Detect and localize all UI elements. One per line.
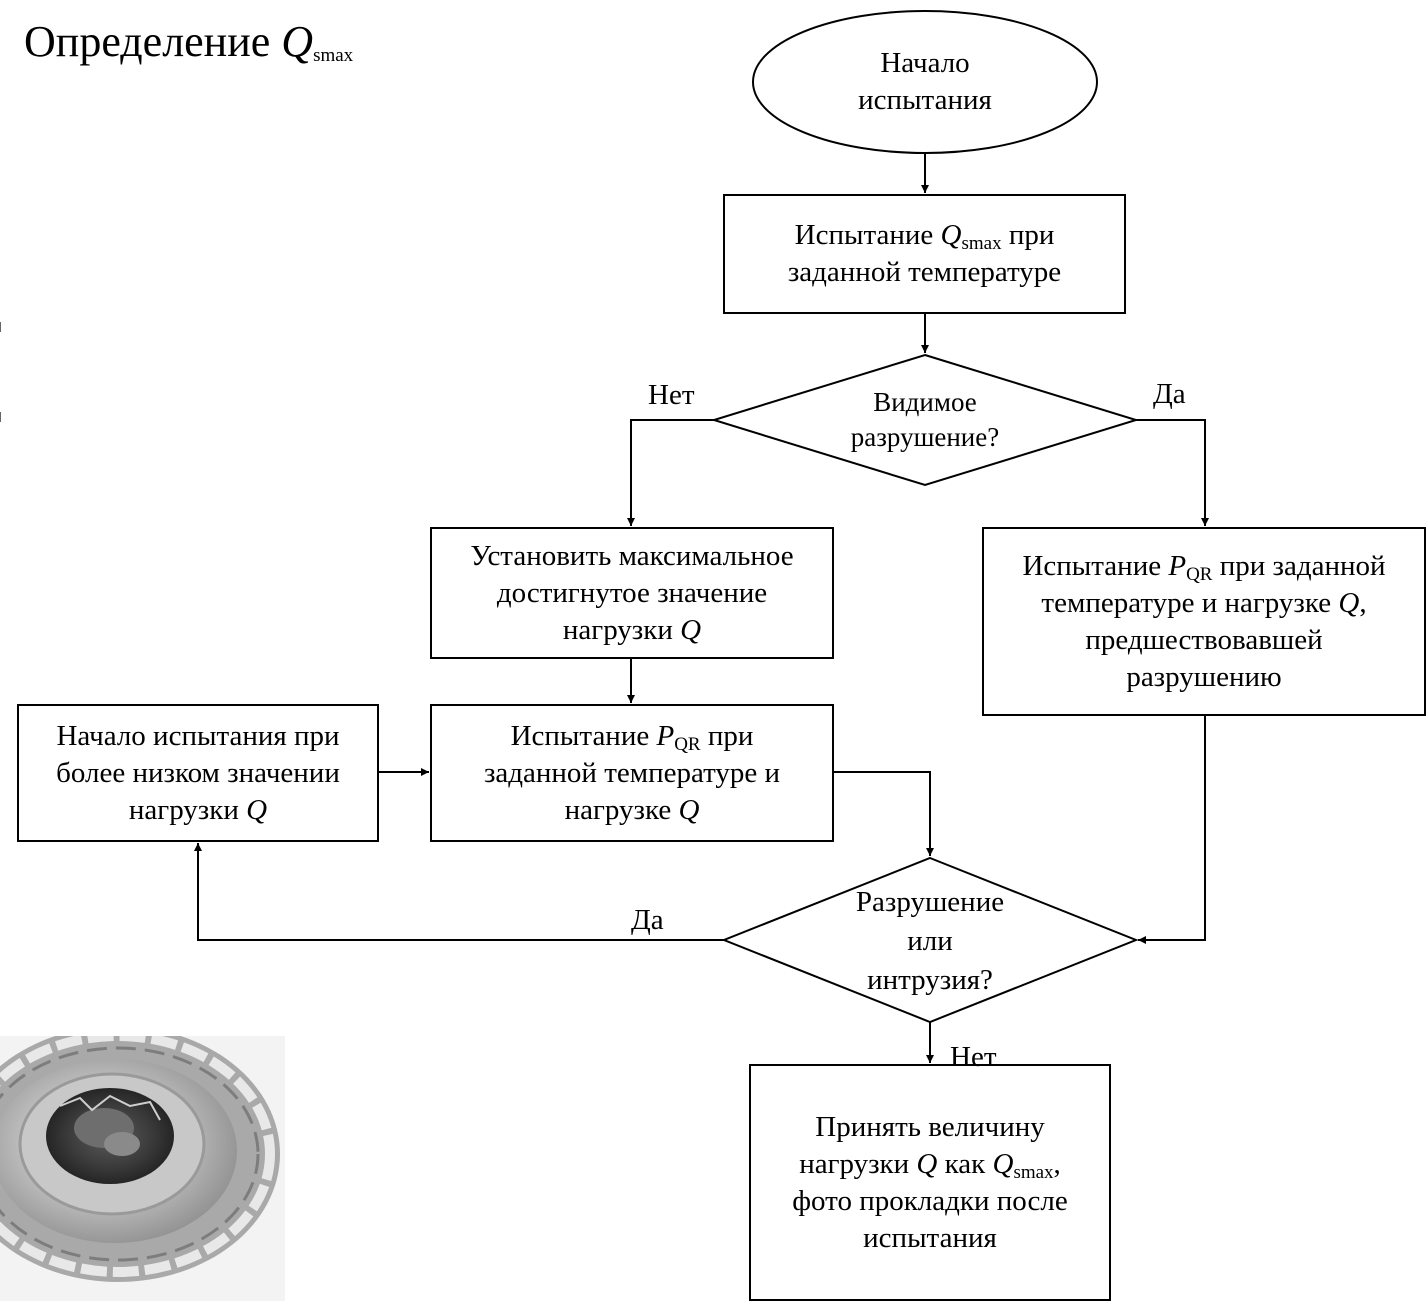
gasket-image [0,1036,285,1301]
edge-intrusion-yes [194,843,724,941]
lower-load-label: Начало испытания при более низком значен… [56,719,340,826]
accept-box [749,1064,1111,1301]
accept-label: Принять величину нагрузки Q как Qsmax, ф… [792,1110,1068,1254]
lower-load-box [17,704,379,842]
decision-visible-diamond [710,353,1140,487]
decision-visible-label: Видимое разрушение? [850,387,1000,452]
test-pqr-mid-box [430,704,834,842]
edge-label-no-2: Нет [950,1041,997,1073]
edge-label-yes-1: Да [1153,378,1186,410]
decision-intrusion-label: Разрушение или интрузия? [855,885,1005,996]
test-pqr-right-label: Испытание PQR при заданной температуре и… [1022,549,1386,693]
edge-label-yes-2: Да [631,904,664,936]
edge-artifact-mark [0,322,5,332]
edge-artifact-mark [0,412,5,422]
gasket-photo [0,1036,285,1301]
edge-testmid-to-intrusion [833,771,934,856]
test-pqr-mid-label: Испытание PQR при заданной температуре и… [483,719,781,826]
set-max-label: Установить максимальное достигнутое знач… [470,539,794,646]
start-terminal-label: Начало испытания [858,47,992,116]
edge-right-to-intrusion [1138,715,1206,944]
edge-decision-yes [1136,419,1209,526]
test-qsmax-label: Испытание Qsmax при заданной температуре [787,219,1062,288]
page-title: Определение Qsmax [24,17,354,66]
test-qsmax-box [723,194,1126,314]
edge-label-no-1: Нет [648,379,695,411]
edge-decision-no [627,419,714,526]
